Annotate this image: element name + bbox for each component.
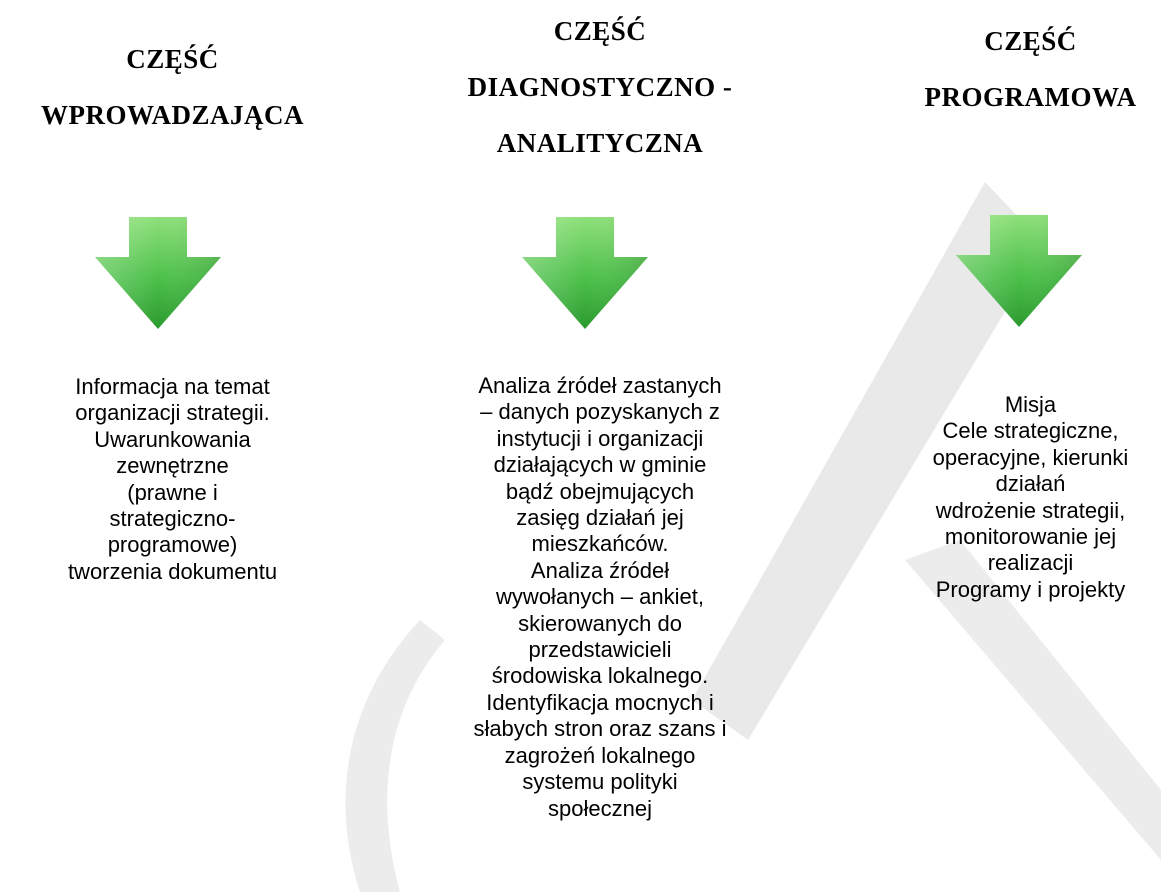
- heading-line: CZĘŚĆ: [553, 16, 647, 46]
- heading-line: DIAGNOSTYCZNO -: [467, 72, 733, 102]
- description-line: programowe): [107, 532, 238, 558]
- description-line: Misja: [1004, 392, 1057, 417]
- description-line: środowiska lokalnego.: [491, 663, 709, 689]
- description-line: społecznej: [548, 795, 652, 821]
- column-description: Informacja na temat organizacji strategi…: [0, 374, 345, 585]
- description-line: mieszkańców.: [531, 531, 669, 557]
- down-arrow-icon: [956, 215, 1082, 327]
- column-heading: CZĘŚĆ DIAGNOSTYCZNO - ANALITYCZNA: [430, 3, 770, 171]
- description-line: działań: [995, 471, 1066, 497]
- heading-line: ANALITYCZNA: [496, 128, 704, 158]
- description-line: Analiza źródeł zastanych: [478, 373, 722, 398]
- column-description: Analiza źródeł zastanych – danych pozysk…: [430, 373, 770, 822]
- heading-line: WPROWADZAJĄCA: [41, 100, 304, 130]
- description-line: operacyjne, kierunki: [932, 444, 1129, 470]
- description-line: (prawne i: [127, 479, 218, 505]
- description-line: wdrożenie strategii,: [935, 497, 1126, 523]
- heading-line: PROGRAMOWA: [924, 82, 1137, 112]
- heading-line: CZĘŚĆ: [984, 26, 1077, 56]
- description-line: Identyfikacja mocnych i: [486, 689, 714, 715]
- description-line: zagrożeń lokalnego: [504, 742, 696, 768]
- description-line: skierowanych do: [518, 610, 682, 636]
- description-line: – danych pozyskanych z: [480, 399, 720, 425]
- description-line: zewnętrzne: [116, 453, 229, 479]
- description-line: przedstawicieli: [528, 637, 672, 663]
- description-line: Cele strategiczne,: [942, 418, 1119, 444]
- description-line: zasięg działań jej: [516, 505, 684, 531]
- description-line: systemu polityki: [522, 769, 678, 795]
- down-arrow-icon: [522, 217, 648, 329]
- description-line: bądź obejmujących: [505, 478, 695, 504]
- column-heading: CZĘŚĆ WPROWADZAJĄCA: [0, 31, 345, 143]
- description-line: Uwarunkowania: [94, 426, 251, 452]
- description-line: instytucji i organizacji: [496, 425, 704, 451]
- description-line: realizacji: [987, 550, 1074, 576]
- description-line: Informacja na temat: [75, 374, 270, 399]
- description-line: Programy i projekty: [935, 576, 1126, 602]
- column-description: Misja Cele strategiczne, operacyjne, kie…: [900, 392, 1161, 603]
- description-line: słabych stron oraz szans i: [473, 716, 727, 742]
- description-line: strategiczno-: [109, 506, 236, 532]
- heading-line: CZĘŚĆ: [126, 44, 219, 74]
- description-line: wywołanych – ankiet,: [496, 584, 704, 610]
- description-line: Analiza źródeł: [530, 557, 670, 583]
- column-heading: CZĘŚĆ PROGRAMOWA: [900, 13, 1161, 125]
- description-line: działających w gminie: [493, 452, 707, 478]
- description-line: organizacji strategii.: [75, 400, 270, 426]
- description-line: monitorowanie jej: [944, 524, 1117, 550]
- down-arrow-icon: [95, 217, 221, 329]
- description-line: tworzenia dokumentu: [67, 558, 278, 584]
